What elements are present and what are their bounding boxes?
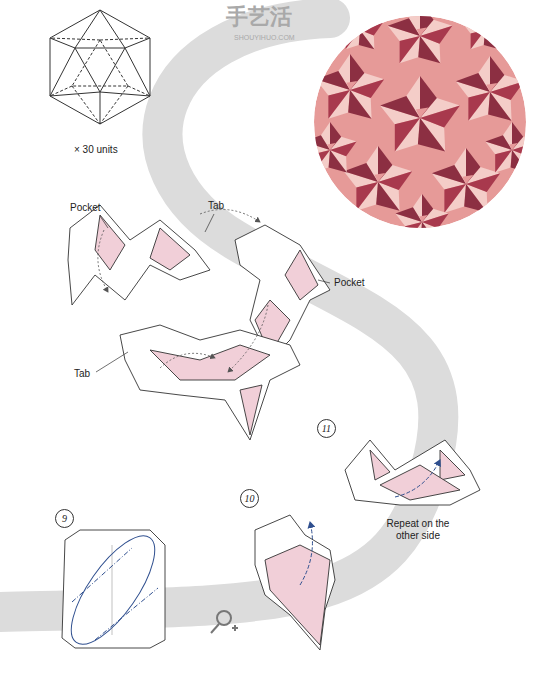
step-number-text: 11 xyxy=(322,423,331,434)
part-label: Tab xyxy=(208,200,224,212)
step-note: Repeat on the other side xyxy=(376,518,460,541)
watermark-url: SHOUYIHUO.COM xyxy=(234,34,295,42)
part-label: Tab xyxy=(74,368,90,380)
unit-count: × 30 units xyxy=(74,144,118,156)
part-label: Pocket xyxy=(334,277,365,289)
step-number-text: 10 xyxy=(245,493,255,504)
step-number: 10 xyxy=(240,489,259,508)
watermark: 手艺活 xyxy=(226,4,292,29)
part-label: Pocket xyxy=(70,202,101,214)
step-number: 11 xyxy=(317,419,336,438)
step-number-text: 9 xyxy=(62,513,67,524)
step-number: 9 xyxy=(55,509,74,528)
